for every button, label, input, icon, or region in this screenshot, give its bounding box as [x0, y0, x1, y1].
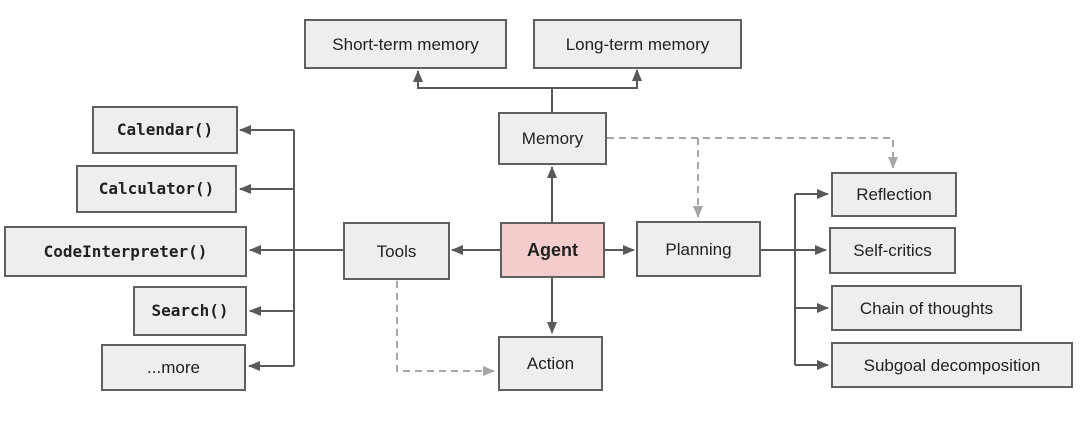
node-reflection-label: Reflection	[856, 185, 932, 204]
node-self-critics-label: Self-critics	[853, 241, 932, 260]
node-agent: Agent	[500, 222, 605, 278]
node-action-label: Action	[526, 354, 575, 373]
node-subgoal-decomposition: Subgoal decomposition	[831, 342, 1073, 388]
node-calculator: Calculator()	[76, 165, 237, 213]
node-planning-label: Planning	[665, 239, 732, 259]
node-subgoal-decomposition-label: Subgoal decomposition	[863, 355, 1041, 375]
node-search: Search()	[133, 286, 247, 336]
edge-memory-reflection-dashed	[607, 137, 898, 169]
node-action: Action	[498, 336, 603, 391]
edge-tools-action-dashed	[396, 281, 495, 376]
node-chain-of-thoughts-label: Chain of thoughts	[859, 298, 994, 318]
node-long-term-memory: Long-term memory	[533, 19, 742, 69]
node-more-label: ...more	[147, 358, 200, 377]
node-agent-label: Agent	[527, 240, 578, 260]
node-search-label: Search()	[151, 301, 229, 320]
node-planning: Planning	[636, 221, 761, 277]
node-calendar: Calendar()	[92, 106, 238, 154]
node-tools-label: Tools	[376, 241, 417, 261]
node-calculator-label: Calculator()	[98, 179, 215, 198]
node-short-term-memory: Short-term memory	[304, 19, 507, 69]
node-memory-label: Memory	[521, 129, 584, 148]
node-code-interpreter: CodeInterpreter()	[4, 226, 247, 277]
node-memory: Memory	[498, 112, 607, 165]
edge-memory-split	[417, 87, 638, 112]
node-short-term-memory-label: Short-term memory	[332, 34, 479, 54]
node-chain-of-thoughts: Chain of thoughts	[831, 285, 1022, 331]
node-long-term-memory-label: Long-term memory	[565, 34, 710, 54]
node-reflection: Reflection	[831, 172, 957, 217]
node-more: ...more	[101, 344, 246, 391]
node-tools: Tools	[343, 222, 450, 280]
node-code-interpreter-label: CodeInterpreter()	[43, 241, 208, 261]
node-self-critics: Self-critics	[829, 227, 956, 274]
node-calendar-label: Calendar()	[116, 120, 214, 139]
edge-planning-branch-line	[761, 194, 796, 365]
